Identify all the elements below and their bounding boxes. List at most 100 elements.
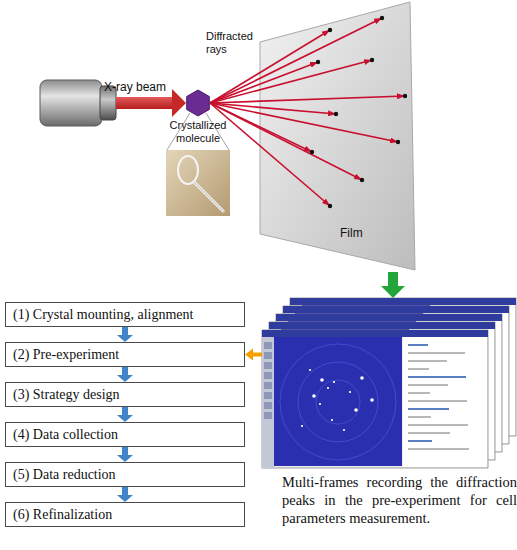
- screenshot-stack: Multi-frames recording the diffraction p…: [262, 298, 517, 470]
- resolution-ring: [280, 344, 396, 460]
- ray: [210, 30, 330, 103]
- step-label: (2) Pre-experiment: [6, 343, 244, 366]
- resolution-ring: [316, 380, 360, 424]
- ray: [210, 60, 372, 103]
- window-titlebar: [262, 330, 488, 337]
- process-box: (1) Crystal mounting, alignment: [5, 302, 245, 327]
- flow-arrow: [117, 407, 133, 422]
- arrow-shaft: [122, 327, 128, 336]
- toolbar-icon: [264, 402, 272, 409]
- toolbar-icon: [264, 382, 272, 389]
- loop-pin-edge: [194, 182, 224, 212]
- loop-pin: [194, 182, 224, 212]
- step-label: (5) Data reduction: [6, 463, 244, 486]
- ray: [210, 103, 336, 114]
- panel-line: [408, 408, 449, 410]
- panel-line: [408, 384, 448, 386]
- flow-arrow: [117, 327, 133, 342]
- diffraction-peak: [331, 419, 333, 421]
- crystal-hexagon: [187, 90, 210, 116]
- ray: [210, 62, 318, 103]
- diffraction-spots: [310, 16, 407, 208]
- arrow-head: [117, 415, 133, 422]
- toolbar-icon: [264, 372, 272, 379]
- xray-beam-head: [172, 89, 186, 117]
- window-titlebar: [276, 314, 502, 321]
- panel-line: [408, 352, 465, 354]
- flow-arrow: [381, 272, 405, 298]
- process-box: (6) Refinalization: [5, 502, 245, 527]
- step-label: (6) Refinalization: [6, 503, 244, 526]
- film-shape: [258, 0, 418, 272]
- figure-caption: Multi-frames recording the diffraction p…: [282, 473, 517, 527]
- arrow-shaft: [122, 487, 128, 496]
- xray-source-nozzle: [100, 86, 116, 120]
- arrow-shaft: [122, 407, 128, 416]
- flow-arrow: [117, 367, 133, 382]
- diffraction-peak: [370, 398, 374, 402]
- resolution-ring: [298, 362, 378, 442]
- diffraction-image: [274, 337, 402, 466]
- arrow-head: [117, 495, 133, 502]
- diffraction-peak: [319, 403, 321, 405]
- connector-layer: [117, 272, 405, 502]
- window-frame: [262, 330, 488, 468]
- process-box: (2) Pre-experiment: [5, 342, 245, 367]
- process-box: (3) Strategy design: [5, 382, 245, 407]
- toolbar-icon: [264, 342, 272, 349]
- spot: [370, 58, 374, 62]
- loop: [178, 156, 198, 184]
- diffraction-peak: [333, 381, 335, 383]
- toolbar-icon: [264, 352, 272, 359]
- ray: [210, 96, 405, 103]
- panel-line: [408, 360, 447, 362]
- xray-source-body: [40, 80, 102, 126]
- flow-arrow: [117, 487, 133, 502]
- diffracted-rays: [210, 18, 405, 206]
- panel-line: [408, 392, 430, 394]
- window-titlebar: [283, 306, 509, 313]
- panel-line: [408, 344, 428, 346]
- panel-line: [408, 416, 431, 418]
- diffraction-peak: [301, 425, 303, 427]
- arrow-head: [117, 335, 133, 342]
- spot: [328, 28, 332, 32]
- film-outline: [260, 2, 415, 270]
- annotation-label: X-ray beam: [104, 80, 194, 94]
- panel-line: [408, 368, 429, 370]
- panel-line: [408, 440, 432, 442]
- panel-line: [408, 376, 466, 378]
- spot: [403, 94, 407, 98]
- arrow-shaft: [122, 447, 128, 456]
- spot: [328, 204, 332, 208]
- diffraction-peak: [354, 408, 358, 412]
- ray: [210, 103, 312, 152]
- leader-line: [167, 113, 190, 150]
- arrow-head: [245, 349, 253, 361]
- arrow-shaft: [388, 272, 398, 287]
- window-toolbar: [262, 337, 274, 468]
- panel-line: [408, 424, 468, 426]
- step-label: (4) Data collection: [6, 423, 244, 446]
- spot: [380, 16, 384, 20]
- spot: [396, 140, 400, 144]
- spot: [316, 60, 320, 64]
- ray: [210, 103, 362, 180]
- step-label: (1) Crystal mounting, alignment: [6, 303, 244, 326]
- flow-arrow: [117, 447, 133, 462]
- leader-line: [206, 113, 229, 150]
- spot: [310, 150, 314, 154]
- annotation-label: Crystallized molecule: [158, 119, 238, 145]
- xray-beam-shaft: [116, 97, 174, 109]
- arrow-head: [381, 286, 405, 298]
- window-titlebar: [269, 322, 495, 329]
- spot: [334, 112, 338, 116]
- toolbar-icon: [264, 412, 272, 419]
- arrow-shaft: [122, 367, 128, 376]
- process-box: (5) Data reduction: [5, 462, 245, 487]
- software-window: [262, 330, 488, 468]
- window-panel: [403, 337, 487, 467]
- window-titlebar: [290, 298, 516, 305]
- arrow-head: [117, 375, 133, 382]
